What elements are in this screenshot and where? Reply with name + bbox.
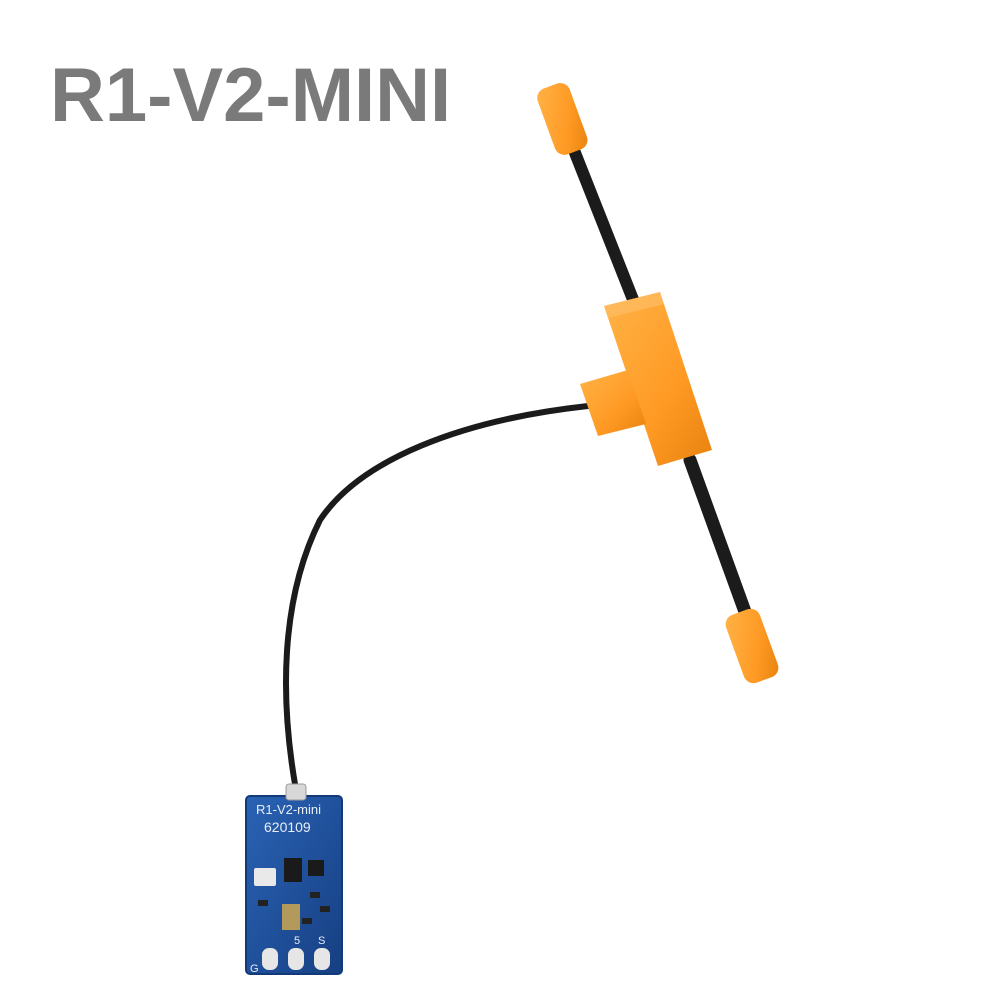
component-crystal <box>282 904 300 930</box>
pad-g <box>262 948 278 970</box>
product-title: R1-V2-MINI <box>50 53 452 138</box>
component-ic <box>284 858 302 882</box>
board-model-label: R1-V2-mini <box>256 802 321 817</box>
component-chip <box>254 868 276 886</box>
antenna-wire-upper <box>560 124 640 308</box>
pad-s <box>314 948 330 970</box>
component-resistor <box>302 918 312 924</box>
component-resistor <box>320 906 330 912</box>
pad-label-5: 5 <box>294 935 300 947</box>
component-resistor <box>258 900 268 906</box>
board-serial: 620109 <box>264 819 311 835</box>
pad-label-s: S <box>318 935 325 947</box>
coax-cable <box>283 403 591 793</box>
antenna-wire-lower <box>683 453 755 627</box>
component-resistor <box>310 892 320 898</box>
antenna-t-housing <box>580 292 712 466</box>
component-ic <box>308 860 324 876</box>
pad-5 <box>288 948 304 970</box>
receiver-board: R1-V2-mini 620109 G 5 S <box>245 783 343 975</box>
pad-label-g: G <box>250 963 259 975</box>
antenna-tip-top <box>537 83 588 155</box>
antenna-tip-bottom <box>725 608 779 684</box>
